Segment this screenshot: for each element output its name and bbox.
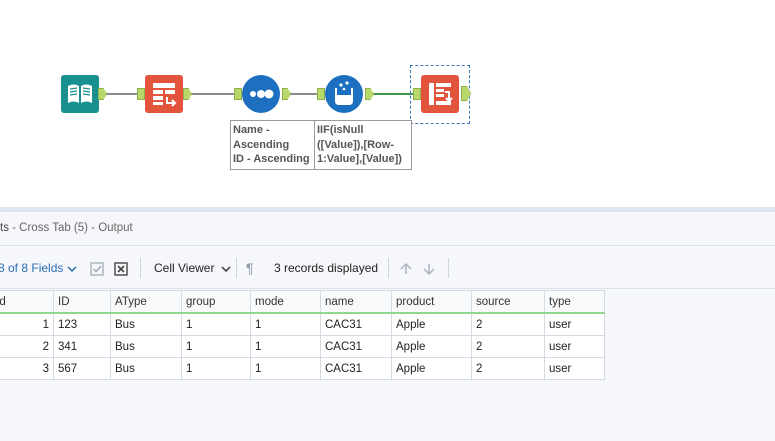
cell-name[interactable]: CAC31 bbox=[320, 357, 392, 380]
chevron-down-icon bbox=[218, 261, 232, 275]
arrow-down-icon[interactable] bbox=[422, 256, 436, 280]
cell-source[interactable]: 2 bbox=[471, 312, 545, 336]
results-toolbar: 8 of 8 Fields Cell Viewer ¶ 3 records di… bbox=[0, 256, 775, 280]
divider bbox=[0, 245, 775, 246]
results-pane: ts - Cross Tab (5) - Output 8 of 8 Field… bbox=[0, 212, 775, 441]
output-anchor[interactable] bbox=[461, 86, 471, 101]
header-row: ecord ID AType group mode name product s… bbox=[0, 290, 605, 314]
chevron-down-icon bbox=[67, 261, 77, 275]
fields-dropdown[interactable]: 8 of 8 Fields bbox=[0, 256, 77, 280]
results-title-prefix: ts bbox=[0, 222, 9, 234]
formula-annotation: IIF(isNull ([Value]),[Row- 1:Value],[Val… bbox=[314, 120, 412, 170]
cell-source[interactable]: 2 bbox=[471, 357, 545, 380]
column-header-atype[interactable]: AType bbox=[110, 290, 182, 314]
table-row[interactable]: 1 123 Bus 1 1 CAC31 Apple 2 user bbox=[0, 312, 605, 336]
cell-viewer-dropdown[interactable]: Cell Viewer bbox=[154, 256, 232, 280]
select-tool-icon[interactable] bbox=[145, 75, 183, 113]
checkbox-all-icon[interactable] bbox=[90, 256, 104, 280]
cell-atype[interactable]: Bus bbox=[110, 335, 182, 358]
output-anchor[interactable] bbox=[365, 88, 374, 100]
output-anchor[interactable] bbox=[183, 88, 192, 100]
column-header-name[interactable]: name bbox=[320, 290, 392, 314]
cross-tab-tool-icon[interactable] bbox=[421, 75, 459, 113]
cell-product[interactable]: Apple bbox=[391, 312, 472, 336]
results-title-text: - Cross Tab (5) - Output bbox=[8, 222, 133, 234]
cell-type[interactable]: user bbox=[544, 357, 605, 380]
column-header-id[interactable]: ID bbox=[53, 290, 111, 314]
cell-record[interactable]: 3 bbox=[0, 357, 54, 380]
column-header-source[interactable]: source bbox=[471, 290, 545, 314]
connection-line-selected bbox=[373, 93, 413, 95]
fields-label: 8 of 8 Fields bbox=[0, 261, 64, 275]
input-anchor[interactable] bbox=[317, 88, 325, 100]
sort-tool-icon[interactable] bbox=[242, 75, 280, 113]
connection-line bbox=[105, 93, 137, 95]
cell-record[interactable]: 1 bbox=[0, 312, 54, 336]
divider bbox=[0, 288, 775, 289]
column-header-product[interactable]: product bbox=[391, 290, 472, 314]
input-anchor[interactable] bbox=[234, 88, 242, 100]
table-row[interactable]: 3 567 Bus 1 1 CAC31 Apple 2 user bbox=[0, 357, 605, 380]
cell-id[interactable]: 341 bbox=[53, 335, 111, 358]
toolbar-separator bbox=[448, 258, 449, 278]
cell-id[interactable]: 567 bbox=[53, 357, 111, 380]
cell-name[interactable]: CAC31 bbox=[320, 312, 392, 336]
cell-group[interactable]: 1 bbox=[181, 335, 251, 358]
input-data-tool-icon[interactable] bbox=[61, 75, 99, 113]
toolbar-separator bbox=[388, 258, 389, 278]
connection-line bbox=[289, 93, 317, 95]
results-title: ts - Cross Tab (5) - Output bbox=[0, 222, 133, 234]
cell-name[interactable]: CAC31 bbox=[320, 335, 392, 358]
cell-mode[interactable]: 1 bbox=[250, 312, 321, 336]
cell-type[interactable]: user bbox=[544, 312, 605, 336]
connection-line bbox=[190, 93, 234, 95]
cell-viewer-label: Cell Viewer bbox=[154, 261, 215, 275]
formula-tool-icon[interactable] bbox=[325, 75, 363, 113]
column-header-record[interactable]: ecord bbox=[0, 290, 54, 314]
input-anchor[interactable] bbox=[137, 88, 145, 100]
sort-annotation: Name - Ascending ID - Ascending bbox=[230, 120, 315, 170]
cell-group[interactable]: 1 bbox=[181, 312, 251, 336]
output-anchor[interactable] bbox=[282, 88, 291, 100]
cell-atype[interactable]: Bus bbox=[110, 312, 182, 336]
table-row[interactable]: 2 341 Bus 1 1 CAC31 Apple 2 user bbox=[0, 335, 605, 358]
toolbar-separator bbox=[140, 258, 141, 278]
toolbar-separator bbox=[236, 258, 237, 278]
records-count: 3 records displayed bbox=[274, 261, 379, 275]
deselect-all-icon[interactable] bbox=[114, 256, 128, 280]
cell-atype[interactable]: Bus bbox=[110, 357, 182, 380]
cell-mode[interactable]: 1 bbox=[250, 357, 321, 380]
cell-mode[interactable]: 1 bbox=[250, 335, 321, 358]
pilcrow-icon[interactable]: ¶ bbox=[246, 260, 254, 276]
cell-id[interactable]: 123 bbox=[53, 312, 111, 336]
cell-product[interactable]: Apple bbox=[391, 357, 472, 380]
column-header-mode[interactable]: mode bbox=[250, 290, 321, 314]
input-anchor[interactable] bbox=[413, 88, 421, 100]
cell-source[interactable]: 2 bbox=[471, 335, 545, 358]
cell-record[interactable]: 2 bbox=[0, 335, 54, 358]
pane-splitter[interactable] bbox=[0, 207, 775, 212]
cell-product[interactable]: Apple bbox=[391, 335, 472, 358]
column-header-type[interactable]: type bbox=[544, 290, 605, 314]
arrow-up-icon[interactable] bbox=[399, 256, 413, 280]
cell-type[interactable]: user bbox=[544, 335, 605, 358]
results-grid[interactable]: ecord ID AType group mode name product s… bbox=[0, 290, 605, 380]
cell-group[interactable]: 1 bbox=[181, 357, 251, 380]
workflow-canvas[interactable]: Name - Ascending ID - Ascending IIF(isNu… bbox=[0, 0, 775, 207]
column-header-group[interactable]: group bbox=[181, 290, 251, 314]
output-anchor[interactable] bbox=[98, 88, 107, 100]
